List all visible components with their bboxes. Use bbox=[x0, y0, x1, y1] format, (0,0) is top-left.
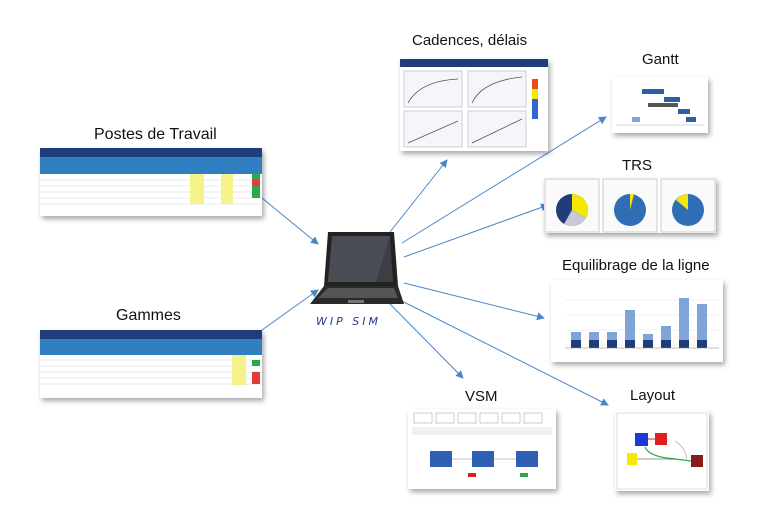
label-layout: Layout bbox=[630, 387, 676, 404]
gantt-chart-thumbnail bbox=[612, 77, 708, 133]
arrow-postes-to-laptop bbox=[261, 197, 319, 245]
postes-table-thumbnail bbox=[40, 148, 262, 216]
label-trs: TRS bbox=[622, 157, 652, 174]
trs-pie-charts-thumbnail bbox=[544, 178, 716, 233]
arrow-to-gantt bbox=[401, 116, 607, 244]
arrow-to-vsm bbox=[387, 301, 464, 379]
arrow-gammes-to-laptop bbox=[261, 289, 319, 331]
cadences-dashboard-thumbnail bbox=[400, 59, 548, 151]
arrow-to-equilibrage bbox=[403, 282, 545, 321]
vsm-thumbnail bbox=[408, 409, 556, 489]
wipsim-logo: WIP SIM bbox=[316, 315, 381, 328]
laptop-icon bbox=[310, 232, 404, 304]
arrow-to-cadences bbox=[389, 159, 448, 233]
gammes-table-thumbnail bbox=[40, 330, 262, 398]
label-cadences-delais: Cadences, délais bbox=[412, 32, 528, 49]
label-vsm: VSM bbox=[465, 388, 498, 405]
equilibrage-bar-chart-thumbnail bbox=[551, 280, 723, 362]
arrow-to-layout bbox=[383, 291, 609, 406]
label-gantt: Gantt bbox=[642, 51, 679, 68]
label-postes-de-travail: Postes de Travail bbox=[94, 126, 217, 143]
label-equilibrage: Equilibrage de la ligne bbox=[562, 257, 710, 274]
arrow-to-trs bbox=[403, 203, 549, 258]
layout-thumbnail bbox=[615, 411, 709, 491]
label-gammes: Gammes bbox=[116, 307, 181, 324]
